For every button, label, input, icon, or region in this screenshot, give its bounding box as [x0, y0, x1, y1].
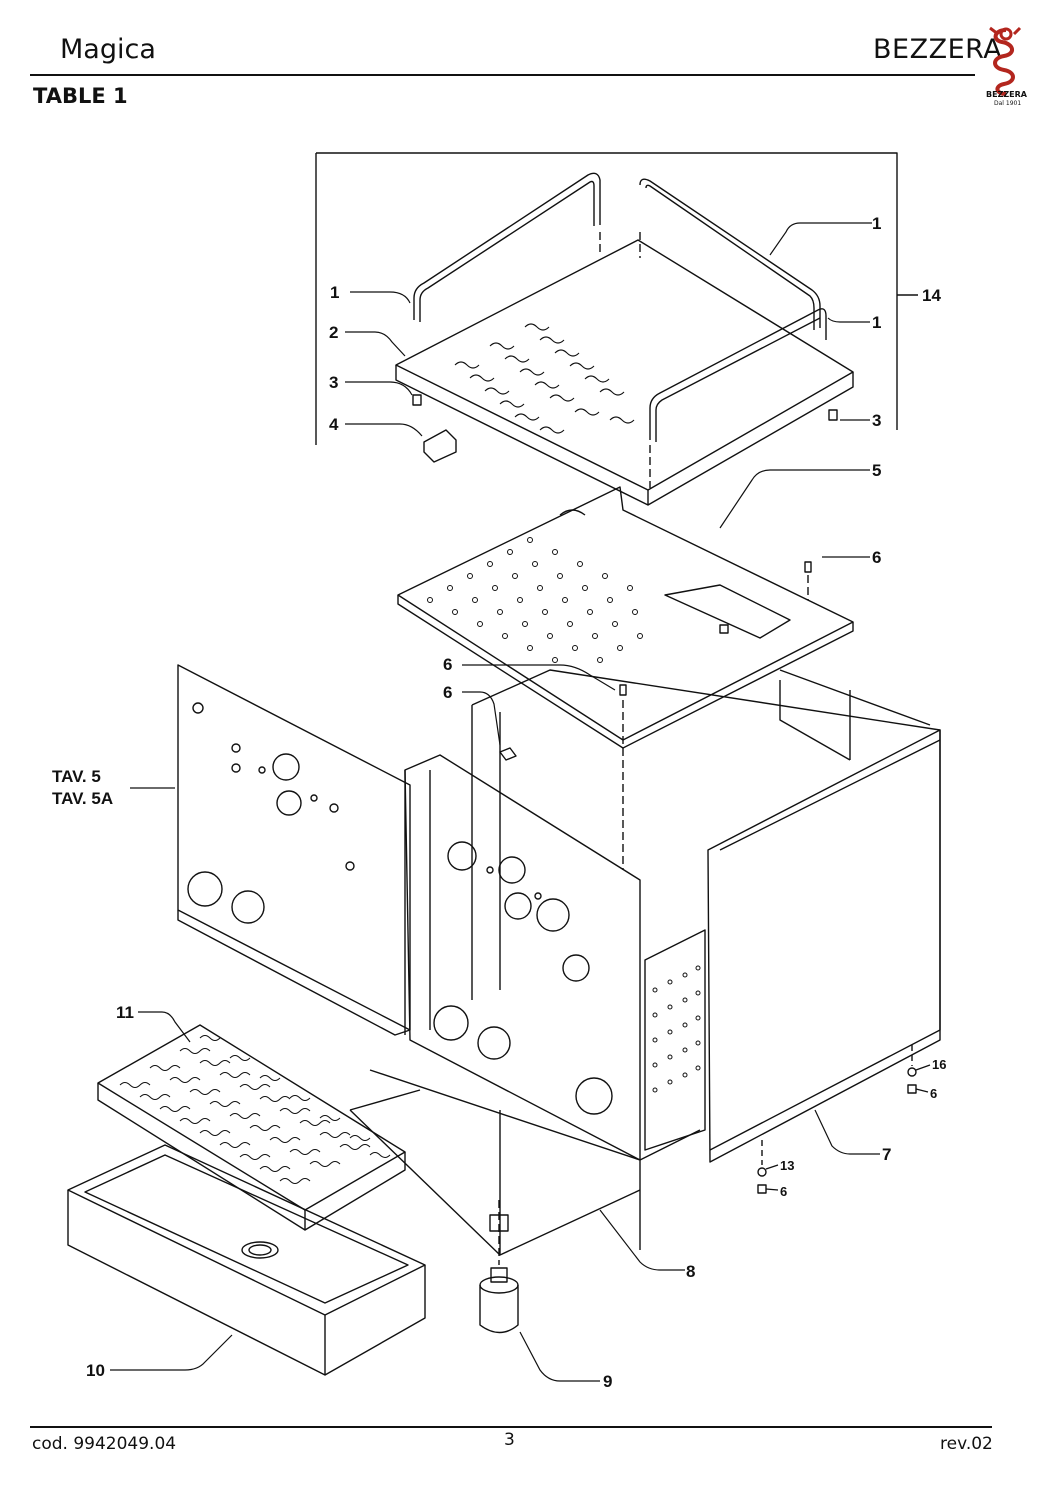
part-label: 3: [872, 411, 881, 430]
drip-tray: [67, 1144, 426, 1316]
part-label: 2: [329, 323, 338, 342]
cup-tray: [395, 239, 854, 491]
brand-name: BEZZERA: [873, 34, 1003, 65]
logo-wordmark: BEZZERA: [986, 90, 1027, 99]
part-label: 6: [930, 1086, 937, 1101]
part-label: 3: [329, 373, 338, 392]
header-rule: [30, 74, 975, 76]
document-code: cod. 9942049.04: [32, 1434, 177, 1454]
part-label: 8: [686, 1262, 695, 1281]
reference-label: TAV. 5: [52, 767, 101, 786]
part-label: 6: [872, 548, 881, 567]
rear-panel: [177, 664, 411, 1031]
foot: [423, 429, 457, 463]
part-label: 4: [329, 415, 339, 434]
top-cover: [397, 486, 854, 741]
part-label: 6: [443, 655, 452, 674]
group-bracket: [315, 152, 898, 445]
adjustable-foot: [479, 1285, 519, 1334]
side-panel-right: [707, 729, 941, 1163]
part-label: 6: [443, 683, 452, 702]
bezzera-serpent-logo-icon: [989, 26, 1022, 96]
part-label: 5: [872, 461, 881, 480]
part-label: 1: [330, 283, 339, 302]
rail-front: [649, 308, 827, 440]
document-title: Magica: [60, 34, 156, 65]
reference-label: TAV. 5A: [52, 789, 113, 808]
page-number: 3: [504, 1430, 515, 1450]
revision: rev.02: [940, 1434, 993, 1454]
part-label: 11: [116, 1003, 134, 1022]
rail-left: [413, 172, 601, 320]
part-label: 6: [780, 1184, 787, 1199]
part-label: 16: [932, 1057, 946, 1072]
part-label: 14: [922, 286, 941, 305]
part-label: 10: [86, 1361, 105, 1380]
part-label: 13: [780, 1158, 794, 1173]
logo-since: Dal 1901: [994, 100, 1022, 107]
part-label: 7: [882, 1145, 891, 1164]
rail-right: [639, 178, 821, 328]
footer-rule: [30, 1426, 992, 1428]
part-label: 1: [872, 313, 881, 332]
front-panel: [404, 754, 641, 1161]
part-label: 9: [603, 1372, 612, 1391]
table-label: TABLE 1: [33, 84, 128, 108]
drip-grid: [97, 1024, 406, 1211]
part-label: 1: [872, 214, 881, 233]
